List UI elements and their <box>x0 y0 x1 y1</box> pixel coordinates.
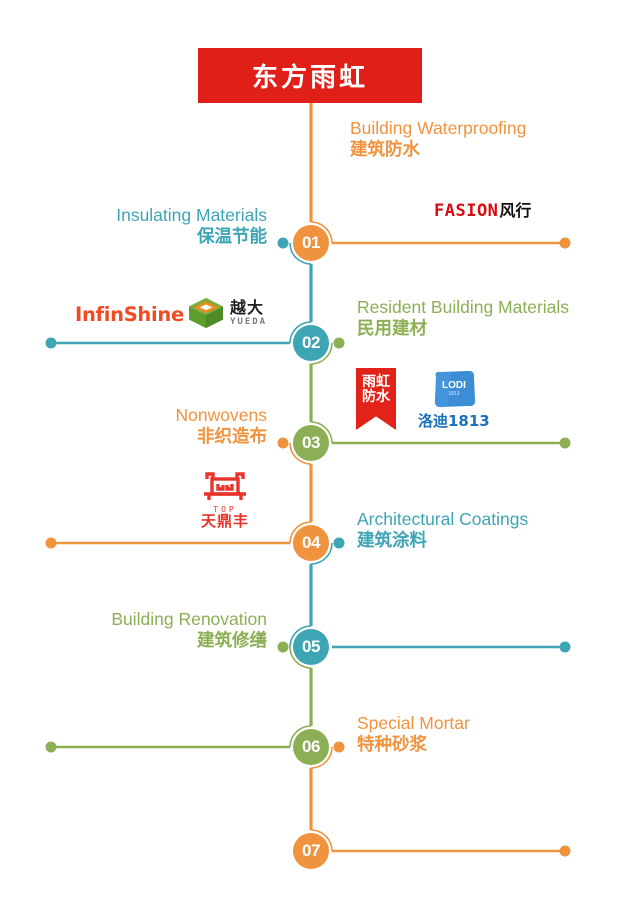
node-circle-01[interactable]: 01 <box>293 225 329 261</box>
lodi-blob-icon: LODI 1813 <box>431 369 477 409</box>
label-cn-02: 民用建材 <box>357 318 427 339</box>
label-cn-01: 保温节能 <box>197 226 267 247</box>
label-nonwovens: Nonwovens 非织造布 <box>176 405 267 449</box>
node-circle-02[interactable]: 02 <box>293 325 329 361</box>
yueda-box-icon <box>187 296 225 330</box>
node-circle-06[interactable]: 06 <box>293 729 329 765</box>
tiandingfeng-ding-icon <box>198 468 252 504</box>
branch-dot-05-right <box>559 641 571 653</box>
label-building-renovation: Building Renovation 建筑修缮 <box>111 609 267 653</box>
logo-lodi: LODI 1813 洛迪1813 <box>418 369 490 431</box>
branch-dot-01-right <box>559 237 571 249</box>
label-cn-04: 建筑涂料 <box>357 530 427 551</box>
label-en-04: Architectural Coatings <box>357 509 529 529</box>
node-number-02: 02 <box>302 333 320 352</box>
logo-infinshine-wordmark: InfinShine <box>75 303 184 326</box>
node-number-06: 06 <box>302 737 320 756</box>
logo-yueda-cn: 越大 <box>230 297 265 317</box>
svg-text:LODI: LODI <box>442 380 466 391</box>
logo-tiandingfeng-en: TOP <box>213 505 237 514</box>
label-en-03: Nonwovens <box>175 405 267 425</box>
logo-tiandingfeng-cn: 天鼎丰 <box>200 512 249 530</box>
logo-tiandingfeng: TOP 天鼎丰 <box>198 468 252 529</box>
node-circle-03[interactable]: 03 <box>293 425 329 461</box>
label-en-01: Insulating Materials <box>116 205 267 225</box>
logo-yueda-en: YUEDA <box>230 316 268 327</box>
logo-fasion-wordmark: FASION <box>434 201 499 221</box>
yueda-wordmark: 越大 YUEDA <box>230 297 268 327</box>
label-en-02: Resident Building Materials <box>357 297 570 317</box>
logo-yuhong: 雨虹 防水 <box>356 368 396 430</box>
node-number-04: 04 <box>302 533 320 552</box>
logo-lodi-cn: 洛迪1813 <box>418 412 490 430</box>
label-en-05: Building Renovation <box>111 609 267 629</box>
node-number-05: 05 <box>302 637 320 656</box>
label-en-top: Building Waterproofing <box>350 118 527 138</box>
yuhong-flag-shape: 雨虹 防水 <box>356 368 396 430</box>
brand-title: 东方雨虹 <box>251 63 368 93</box>
label-architectural-coatings: Architectural Coatings 建筑涂料 <box>357 509 528 553</box>
logo-fasion: FASION 风行 <box>434 197 531 221</box>
label-special-mortar: Special Mortar 特种砂浆 <box>357 713 470 757</box>
branch-dot-02-right <box>333 337 345 349</box>
label-cn-03: 非织造布 <box>197 426 267 447</box>
node-circle-07[interactable]: 07 <box>293 833 329 869</box>
logo-infinshine: InfinShine <box>75 303 184 326</box>
branch-dot-07-right <box>559 845 571 857</box>
node-circle-04[interactable]: 04 <box>293 525 329 561</box>
branch-dot-04-left <box>45 537 57 549</box>
logo-fasion-cn: 风行 <box>499 201 532 220</box>
label-en-06: Special Mortar <box>357 713 470 733</box>
branch-dot-01-left <box>277 237 289 249</box>
branch-dot-05-left <box>277 641 289 653</box>
label-building-waterproofing: Building Waterproofing 建筑防水 <box>350 118 526 162</box>
branch-dot-02-left <box>45 337 57 349</box>
branch-dot-04-right <box>333 537 345 549</box>
branch-dot-03-left <box>277 437 289 449</box>
label-resident-building-materials: Resident Building Materials 民用建材 <box>357 297 569 341</box>
node-number-07: 07 <box>302 841 320 860</box>
node-number-01: 01 <box>302 233 320 252</box>
svg-text:1813: 1813 <box>448 391 459 397</box>
label-cn-top: 建筑防水 <box>350 139 420 160</box>
branch-dot-03-right <box>559 437 571 449</box>
node-circle-05[interactable]: 05 <box>293 629 329 665</box>
node-number-03: 03 <box>302 433 320 452</box>
brand-banner: 东方雨虹 <box>198 48 422 103</box>
label-cn-06: 特种砂浆 <box>357 734 427 755</box>
logo-yuhong-line1: 雨虹 <box>362 374 390 390</box>
label-insulating-materials: Insulating Materials 保温节能 <box>116 205 267 249</box>
label-cn-05: 建筑修缮 <box>197 630 267 651</box>
branch-dot-06-right <box>333 741 345 753</box>
logo-yuhong-line2: 防水 <box>362 388 390 405</box>
branch-dot-06-left <box>45 741 57 753</box>
logo-yueda: 越大 YUEDA <box>187 296 267 330</box>
